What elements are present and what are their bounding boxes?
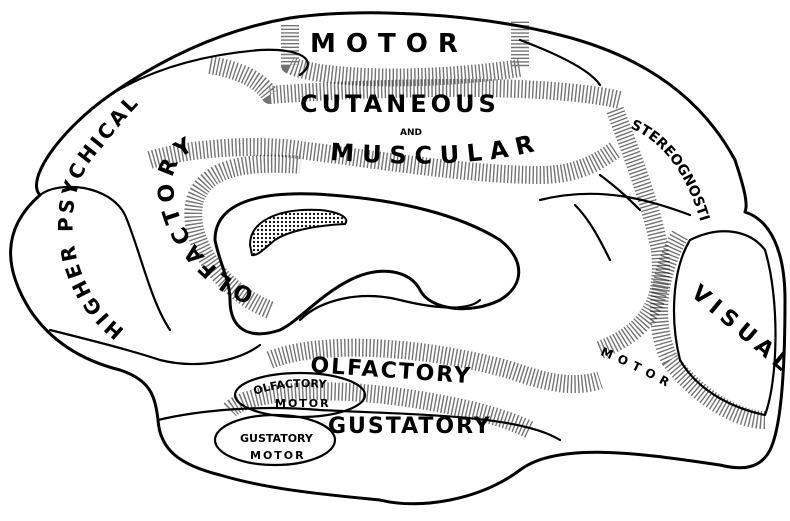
motor-small-1-label: MOTOR <box>275 397 331 410</box>
and-label: AND <box>400 128 422 138</box>
gyrus-line <box>520 40 600 85</box>
gustatory-lower-label: GUSTATORY <box>328 414 492 439</box>
higher-psychical-label: HIGHER PSYCHICAL <box>54 89 145 344</box>
higher-psychical-text: HIGHER PSYCHICAL <box>54 89 145 344</box>
stippled-area <box>250 210 346 255</box>
motor-top-label: MOTOR <box>310 29 468 59</box>
olfactory-small-label: OLFACTORY <box>252 377 328 398</box>
cutaneous-label: CUTANEOUS <box>300 90 500 118</box>
olfactory-small-text: OLFACTORY <box>252 377 328 398</box>
muscular-label: MUSCULAR <box>330 128 545 170</box>
gyrus-line <box>50 330 260 364</box>
muscular-text: MUSCULAR <box>330 128 545 170</box>
stereognostic-band <box>600 110 661 350</box>
gyrus-line <box>540 194 690 215</box>
gyrus-line <box>575 205 610 260</box>
motor-small-2-label: MOTOR <box>250 449 306 462</box>
gustatory-small-label: GUSTATORY <box>240 432 314 445</box>
inner-loop <box>300 296 480 320</box>
